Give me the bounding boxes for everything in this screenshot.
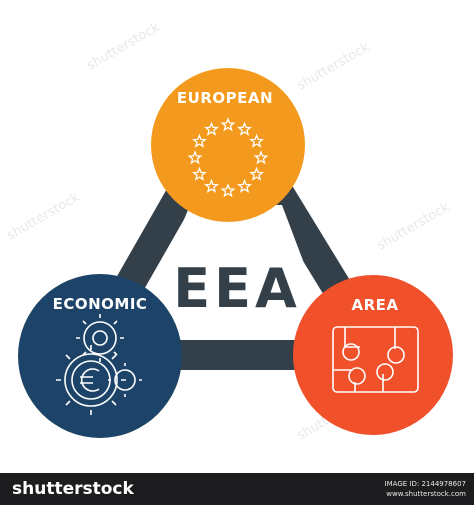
watermark-text: shutterstock: [5, 190, 83, 244]
star-icon: [237, 121, 252, 136]
star-icon: [249, 166, 264, 181]
star-icon: [192, 166, 207, 181]
map-area-icon: [332, 326, 419, 393]
node-european: EUROPEAN: [151, 68, 305, 222]
area-circle: [293, 275, 453, 435]
star-icon: [204, 178, 219, 193]
star-icon: [192, 133, 207, 148]
star-icon: [187, 150, 203, 165]
star-icon: [237, 178, 252, 193]
european-circle: [151, 68, 305, 222]
star-icon: [220, 183, 236, 198]
watermark-text: shutterstock: [85, 20, 163, 74]
watermark-text: shutterstock: [375, 200, 453, 254]
image-id-text: IMAGE ID: 2144978607: [384, 480, 466, 488]
european-label: EUROPEAN: [177, 89, 273, 107]
node-area: AREA: [293, 275, 453, 435]
star-icon: [220, 117, 236, 132]
site-url-text[interactable]: www.shutterstock.com: [386, 490, 466, 498]
center-title: EEA: [173, 257, 301, 320]
area-label: AREA: [351, 296, 398, 314]
star-icon: [204, 121, 219, 136]
star-icon: [253, 150, 269, 165]
euro-gears-icon: [56, 314, 142, 415]
eu-stars-icon: [187, 117, 269, 198]
triangle-inner: [138, 205, 330, 332]
economic-label: ECONOMIC: [53, 295, 148, 313]
footer-info: IMAGE ID: 2144978607 www.shutterstock.co…: [385, 479, 466, 499]
footer-bar: shutterstock IMAGE ID: 2144978607 www.sh…: [0, 473, 474, 505]
footer-brand[interactable]: shutterstock: [12, 479, 134, 499]
node-economic: ECONOMIC: [18, 274, 182, 438]
star-icon: [249, 133, 264, 148]
watermark-text: shutterstock: [295, 40, 373, 94]
